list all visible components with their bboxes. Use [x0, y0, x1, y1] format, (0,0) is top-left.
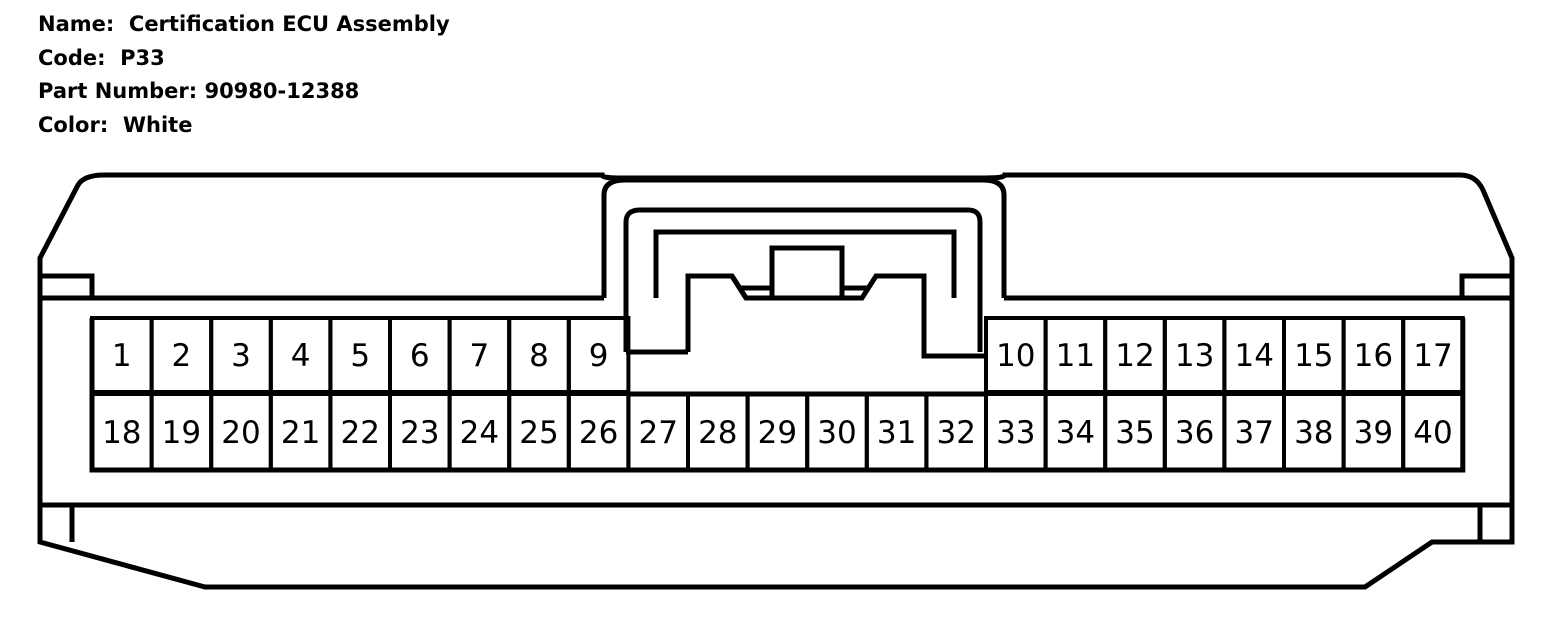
latch-inner-frame — [623, 207, 983, 352]
pin-label-13: 13 — [1175, 338, 1214, 374]
pin-label-5: 5 — [350, 338, 370, 374]
color-value: White — [122, 112, 193, 137]
part-number-value: 90980-12388 — [204, 79, 360, 103]
name-value: Certification ECU Assembly — [128, 12, 450, 36]
code-value: P33 — [120, 45, 165, 70]
code-label: Code: — [38, 45, 106, 70]
part-number-row: Part Number: 90980-12388 — [38, 75, 450, 109]
pin-block-outline — [89, 318, 1466, 473]
right-upper-tab — [1459, 273, 1512, 298]
pin-label-8: 8 — [529, 338, 549, 374]
connector-info: Name: Certification ECU Assembly Code: P… — [38, 8, 450, 142]
pin-label-1: 1 — [112, 338, 132, 374]
color-row: Color: White — [38, 109, 450, 143]
pin-label-37: 37 — [1234, 415, 1273, 451]
pin-label-35: 35 — [1115, 415, 1154, 451]
pin-label-36: 36 — [1175, 415, 1214, 451]
latch-notch — [685, 273, 984, 359]
name-row: Name: Certification ECU Assembly — [38, 8, 450, 42]
pin-label-33: 33 — [996, 415, 1035, 451]
pin-label-23: 23 — [400, 415, 439, 451]
pin-label-3: 3 — [231, 338, 251, 374]
latch-hood — [601, 177, 1007, 298]
pin-label-4: 4 — [291, 338, 311, 374]
pin-label-14: 14 — [1234, 338, 1273, 374]
pin-label-10: 10 — [996, 338, 1035, 374]
pin-label-6: 6 — [410, 338, 430, 374]
pin-label-22: 22 — [340, 415, 379, 451]
color-label: Color: — [38, 112, 109, 137]
cavity-grid — [89, 316, 1466, 473]
pin-label-20: 20 — [221, 415, 260, 451]
pin-label-7: 7 — [470, 338, 490, 374]
pin-label-28: 28 — [698, 415, 737, 451]
left-upper-tab — [40, 273, 95, 298]
pin-label-27: 27 — [638, 415, 677, 451]
housing-outline — [37, 172, 1515, 590]
pin-label-12: 12 — [1115, 338, 1154, 374]
pin-label-11: 11 — [1056, 338, 1095, 374]
pin-label-26: 26 — [579, 415, 618, 451]
pin-label-30: 30 — [817, 415, 856, 451]
pin-label-2: 2 — [172, 338, 192, 374]
pin-label-29: 29 — [758, 415, 797, 451]
pin-label-9: 9 — [589, 338, 609, 374]
pin-label-15: 15 — [1294, 338, 1333, 374]
pin-label-24: 24 — [460, 415, 499, 451]
latch-tab — [769, 245, 845, 298]
pin-label-25: 25 — [519, 415, 558, 451]
pin-label-18: 18 — [102, 415, 141, 451]
pin-label-39: 39 — [1354, 415, 1393, 451]
pin-label-21: 21 — [281, 415, 320, 451]
latch-lock-box — [653, 229, 957, 298]
name-label: Name: — [38, 12, 115, 36]
pin-label-31: 31 — [877, 415, 916, 451]
code-row: Code: P33 — [38, 42, 450, 76]
pin-label-40: 40 — [1413, 415, 1452, 451]
latch-ramp-left — [729, 274, 749, 300]
pin-label-38: 38 — [1294, 415, 1333, 451]
part-number-label: Part Number: — [38, 79, 198, 103]
pin-label-34: 34 — [1056, 415, 1095, 451]
pin-label-19: 19 — [162, 415, 201, 451]
pin-label-32: 32 — [936, 415, 975, 451]
pin-label-17: 17 — [1413, 338, 1452, 374]
pin-label-16: 16 — [1354, 338, 1393, 374]
